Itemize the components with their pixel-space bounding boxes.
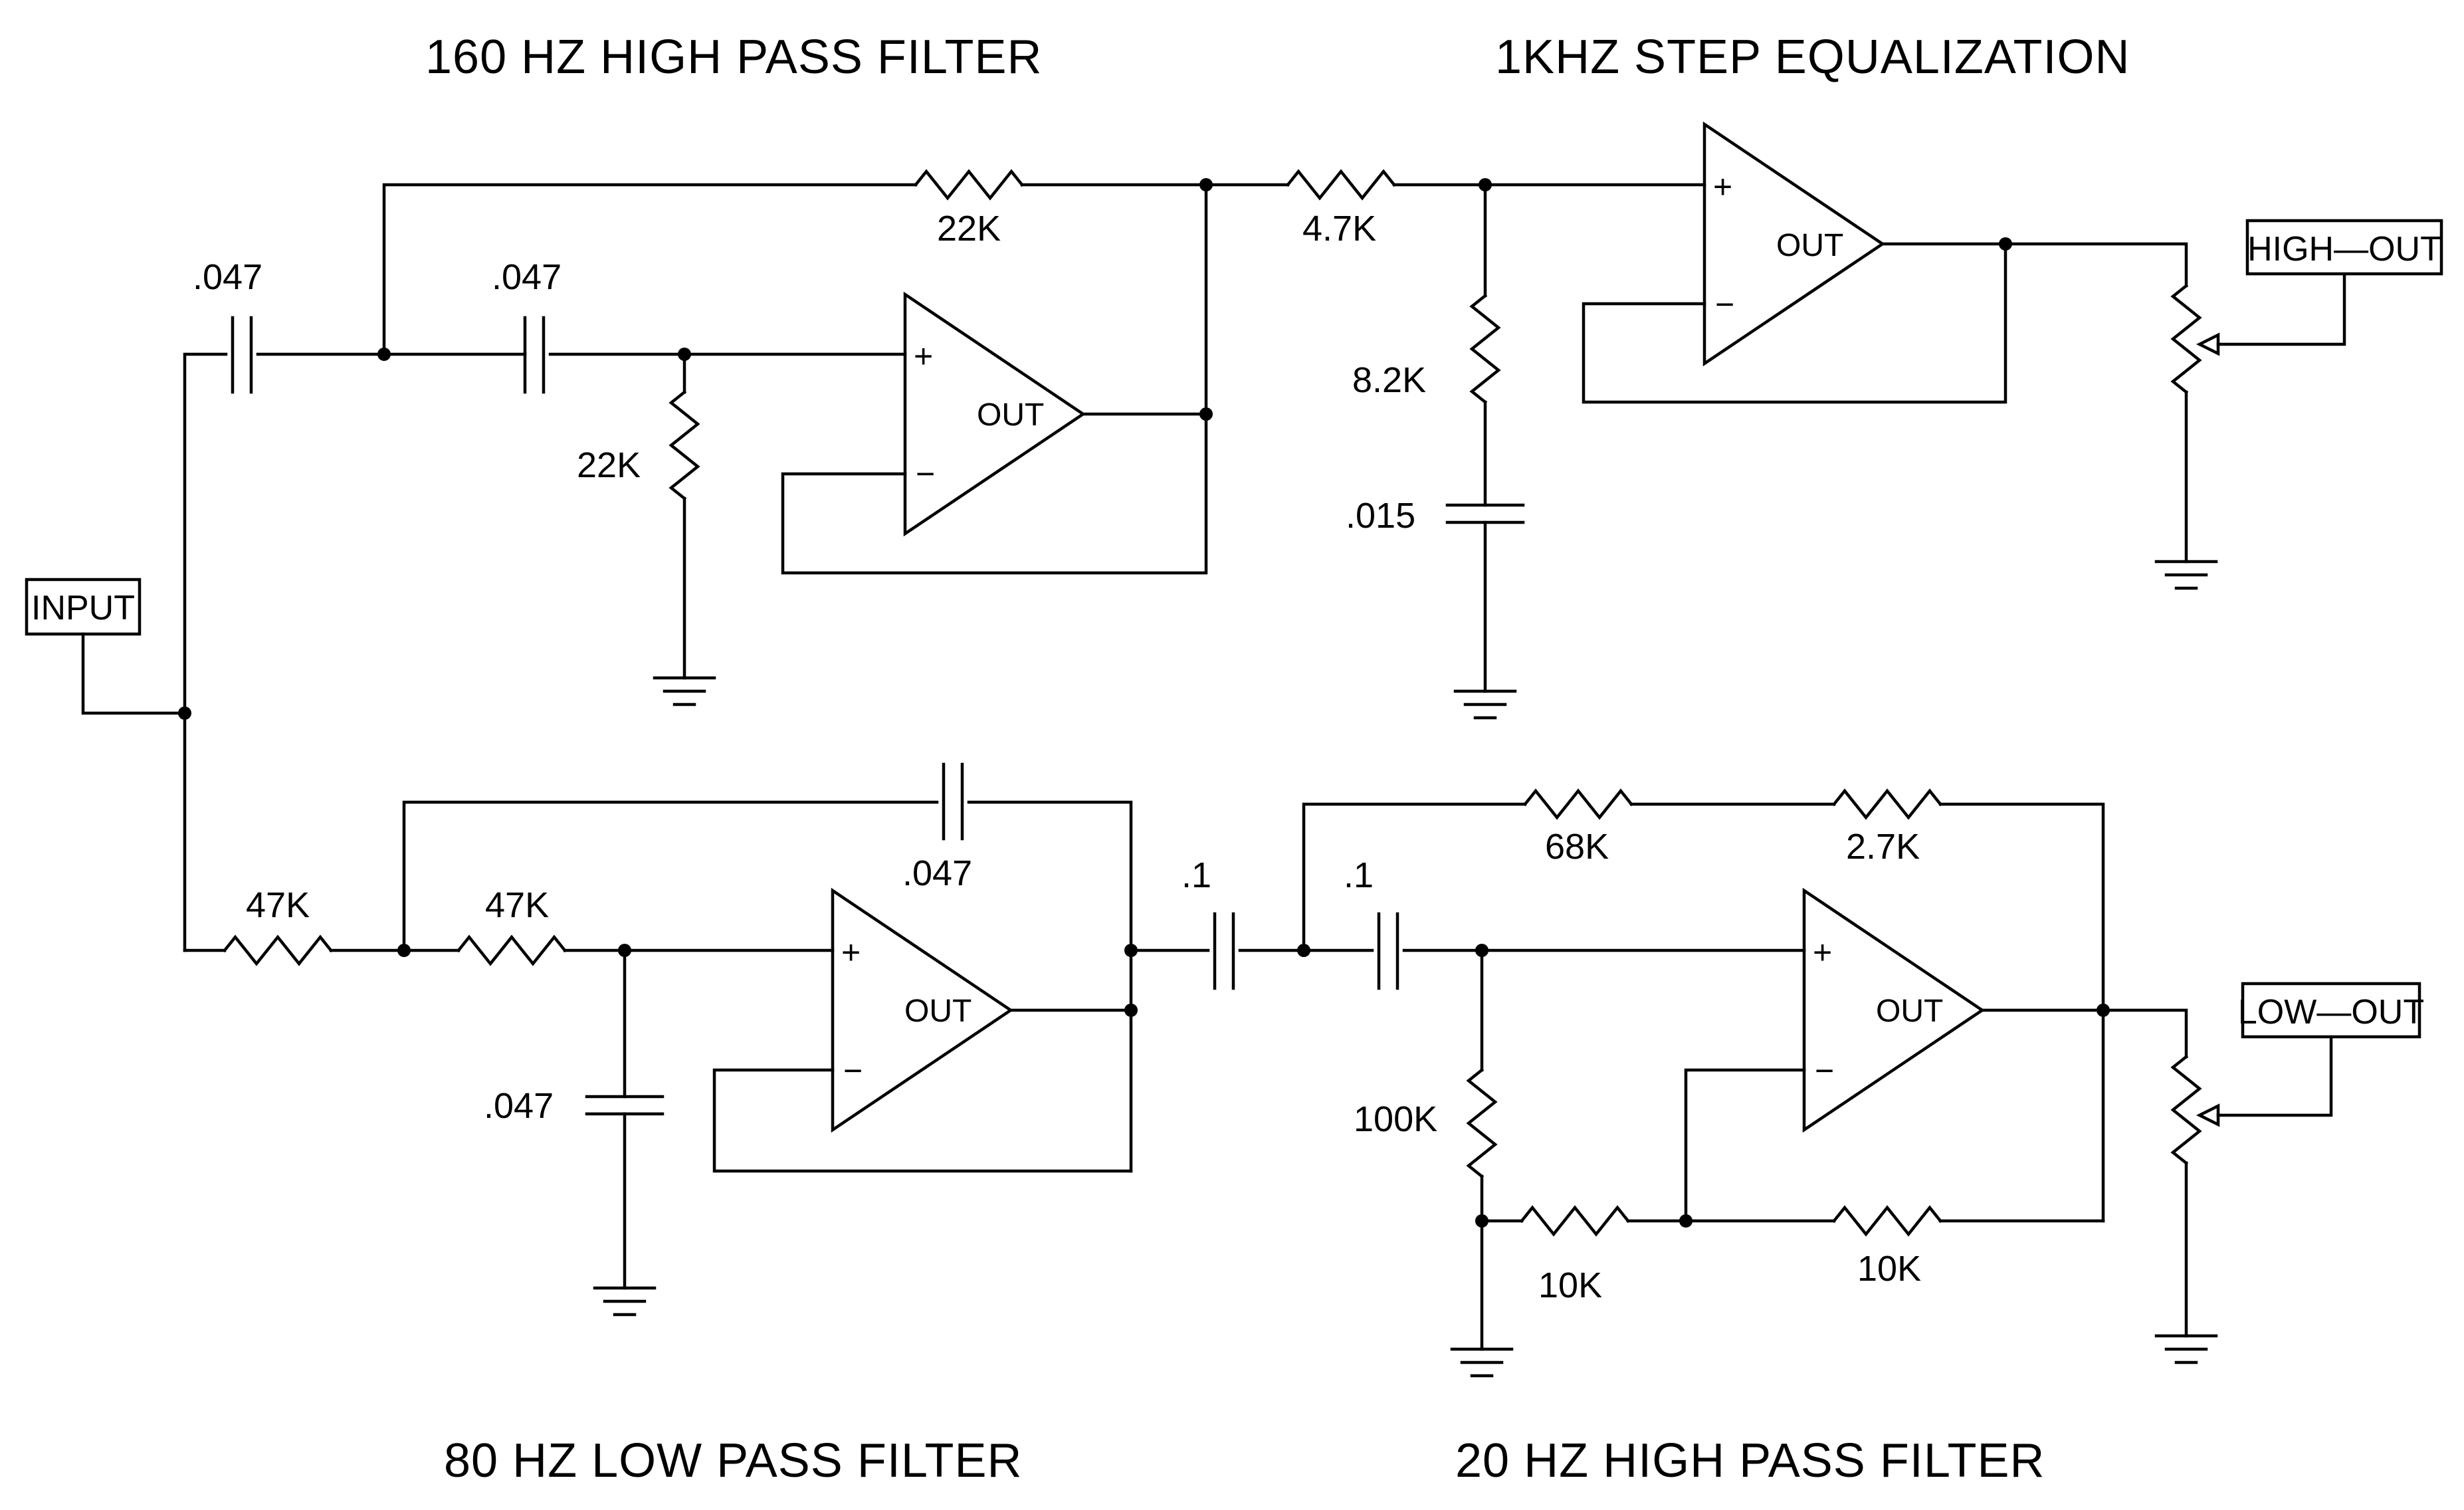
capacitor-c-eq-shunt [1445, 503, 1525, 524]
title-160hz-high-pass: 160 HZ HIGH PASS FILTER [425, 31, 1043, 84]
wiper-arrow-icon [2196, 332, 2220, 356]
capacitor-c-hp20-1 [1213, 912, 1235, 990]
junction-dot [1199, 407, 1213, 421]
resistor-r-eq-series [1285, 169, 1397, 201]
junction-dot [1479, 178, 1492, 191]
junction-dot [1297, 944, 1310, 957]
ground-symbol [2154, 560, 2218, 590]
section-80hz-low-pass: 47K 47K .047 .047 + − OUT [183, 762, 1210, 1317]
resistor-r-hp20-100k [1466, 1067, 1498, 1179]
opamp-hp160 [903, 291, 1086, 537]
resistor-r-hp20-68k [1522, 788, 1634, 820]
capacitor-c-hp2 [523, 316, 546, 394]
junction-dot [678, 348, 691, 361]
opamp-plus-sign: + [914, 338, 933, 375]
label-c-hp20-2: .1 [1344, 855, 1374, 895]
junction-dot [1679, 1214, 1693, 1228]
label-r-hp-gnd: 22K [577, 445, 641, 485]
section-1khz-step-eq: 4.7K 8.2K .015 + − OUT [1285, 121, 2443, 720]
label-r-hp20-68k: 68K [1545, 827, 1609, 867]
label-c-lp-gnd: .047 [484, 1086, 554, 1126]
label-r-lp2: 47K [485, 885, 549, 925]
potentiometer-low [2170, 1054, 2202, 1166]
label-r-hp-fb: 22K [937, 209, 1001, 249]
ground-symbol [2154, 1334, 2218, 1364]
resistor-r-lp2 [456, 934, 567, 966]
capacitor-c-lp-fb [942, 762, 964, 841]
high-out-port-label: HIGH—OUT [2247, 230, 2441, 269]
low-out-port: LOW—OUT [2238, 982, 2424, 1039]
opamp-eq1k [1702, 121, 1886, 367]
junction-dots [178, 178, 2110, 1228]
label-c-hp20-1: .1 [1181, 855, 1211, 895]
label-r-eq-shunt: 8.2K [1352, 360, 1426, 400]
junction-dot [1124, 944, 1138, 957]
title-20hz-high-pass: 20 HZ HIGH PASS FILTER [1455, 1434, 2045, 1487]
label-r-eq-series: 4.7K [1302, 209, 1376, 249]
wiper-arrow-icon [2196, 1103, 2220, 1127]
opamp-plus-sign: + [1713, 168, 1732, 205]
potentiometer-high [2170, 283, 2202, 395]
junction-dot [2097, 1004, 2110, 1017]
resistor-r-hp20-2-7k [1831, 788, 1943, 820]
label-r-hp20-10k-b: 10K [1857, 1249, 1921, 1289]
capacitor-c-hp20-2 [1377, 912, 1399, 990]
title-1khz-step-eq: 1KHZ STEP EQUALIZATION [1495, 31, 2130, 84]
label-r-hp20-10k-a: 10K [1538, 1265, 1602, 1305]
label-c-hp2: .047 [492, 257, 562, 297]
resistor-r-lp1 [222, 934, 334, 966]
junction-dot [1475, 944, 1489, 957]
junction-dot [397, 944, 411, 957]
label-r-lp1: 47K [246, 885, 310, 925]
opamp-hp20 [1802, 887, 1986, 1133]
high-out-port: HIGH—OUT [2245, 219, 2443, 276]
junction-dot [618, 944, 631, 957]
opamp-lp80 [831, 887, 1014, 1133]
label-c-eq-shunt: .015 [1346, 496, 1415, 536]
label-r-hp20-100k: 100K [1354, 1099, 1437, 1139]
label-r-hp20-2-7k: 2.7K [1846, 827, 1920, 867]
ground-symbol [593, 1286, 657, 1317]
junction-dot [1999, 237, 2012, 251]
resistor-r-eq-shunt [1469, 293, 1501, 405]
section-160hz-high-pass: .047 .047 22K 22K + − OUT [81, 169, 1290, 952]
capacitor-c-in-hp [231, 316, 253, 394]
input-port-label: INPUT [31, 589, 135, 627]
resistor-r-hp-gnd [668, 389, 700, 501]
junction-dot [377, 348, 391, 361]
junction-dot [1199, 178, 1213, 191]
label-c-in-hp: .047 [193, 257, 262, 297]
resistor-r-hp20-10k-b [1831, 1205, 1943, 1237]
opamp-out-label: OUT [977, 397, 1044, 433]
opamp-plus-sign: + [1813, 934, 1832, 971]
opamp-minus-sign: − [916, 455, 935, 492]
opamp-minus-sign: − [1815, 1052, 1834, 1089]
junction-dot [178, 706, 191, 720]
opamp-out-label: OUT [904, 994, 972, 1029]
opamp-minus-sign: − [843, 1052, 863, 1089]
junction-dot [1124, 1004, 1138, 1017]
ground-symbol [653, 676, 716, 706]
capacitor-c-lp-gnd [585, 1095, 665, 1116]
resistor-r-hp-fb [913, 169, 1025, 201]
resistor-r-hp20-10k-a [1519, 1205, 1631, 1237]
opamp-out-label: OUT [1876, 994, 1943, 1029]
opamp-out-label: OUT [1776, 228, 1843, 263]
section-20hz-high-pass: .1 .1 68K 2.7K 100K 10K 10K [1181, 788, 2424, 1378]
low-out-port-label: LOW—OUT [2238, 993, 2424, 1031]
label-c-lp-fb: .047 [902, 853, 972, 893]
opamp-plus-sign: + [841, 934, 861, 971]
opamp-minus-sign: − [1715, 286, 1734, 323]
ground-symbol [1453, 689, 1517, 720]
input-port: INPUT [25, 578, 142, 636]
title-80hz-low-pass: 80 HZ LOW PASS FILTER [444, 1434, 1023, 1487]
ground-symbol [1450, 1347, 1514, 1378]
junction-dot [1475, 1214, 1489, 1228]
